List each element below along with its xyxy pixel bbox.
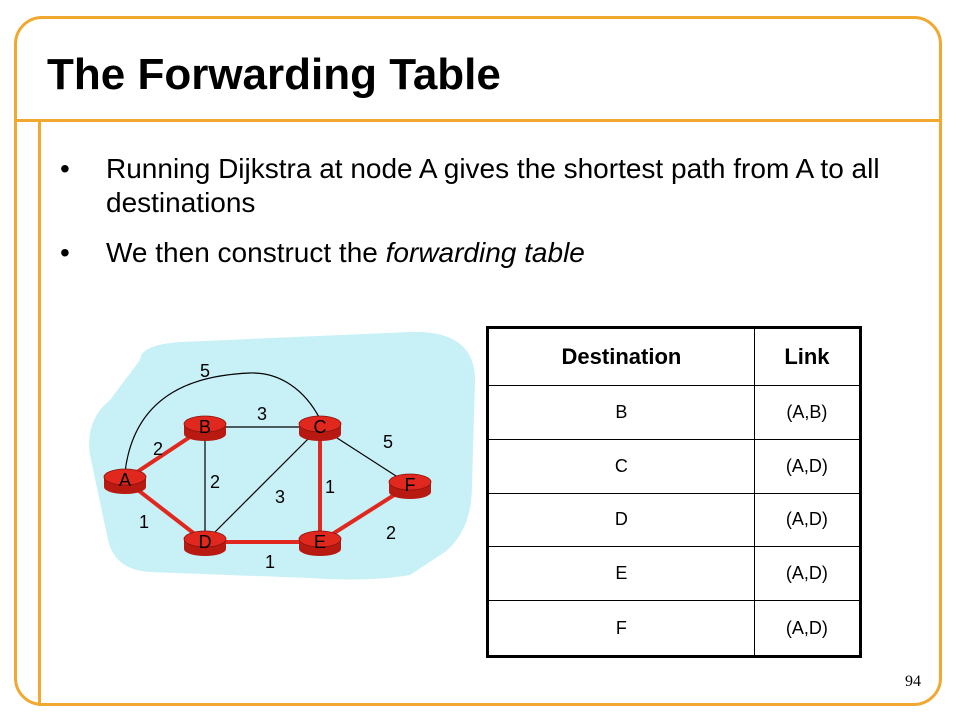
bullet-item: • Running Dijkstra at node A gives the s… [60,152,880,220]
router-node-b: B [183,415,227,441]
node-label: C [314,417,327,437]
edge-weight-a-d: 1 [139,512,149,532]
slide-title: The Forwarding Table [47,50,501,99]
edge-weight-d-c: 3 [275,487,285,507]
table-row: F (A,D) [487,600,862,657]
destination-cell: F [487,600,755,657]
link-cell: (A,B) [753,385,862,440]
node-label: A [119,470,131,490]
bullet-list: • Running Dijkstra at node A gives the s… [60,152,880,286]
destination-cell: B [487,385,755,440]
table-row: C (A,D) [487,438,862,494]
edge-weight-d-e: 1 [265,552,275,572]
table-header-row: Destination Link [487,327,862,386]
page-number: 94 [905,673,921,690]
nodes-layer: A B C D E F [103,415,432,556]
bullet-item: • We then construct the forwarding table [60,236,880,270]
bullet-marker: • [60,153,70,184]
edge-weight-c-e: 1 [325,477,335,497]
router-node-a: A [103,468,147,494]
forwarding-table: Destination Link B (A,B) C (A,D) D (A,D)… [486,326,862,658]
column-header-link: Link [753,327,862,386]
bullet-emphasis: forwarding table [385,237,585,268]
left-divider [38,122,41,706]
node-label: B [199,417,211,437]
slide-frame [14,16,942,706]
edge-weight-e-f: 2 [386,523,396,543]
edge-a-c [124,372,321,473]
node-label: E [314,532,326,552]
edge-weight-b-c: 3 [257,404,267,424]
table-row: E (A,D) [487,546,862,601]
router-node-f: F [388,473,432,499]
destination-cell: E [487,546,755,601]
link-cell: (A,D) [753,546,862,601]
bullet-text: We then construct the [106,237,386,268]
table-row: B (A,B) [487,385,862,440]
edge-weights-layer: 2 1 3 2 3 1 1 5 2 5 [139,361,396,572]
router-node-c: C [298,415,342,441]
column-header-destination: Destination [487,327,755,386]
title-divider [14,119,942,122]
link-cell: (A,D) [753,438,862,494]
destination-cell: C [487,438,755,494]
router-node-d: D [183,530,227,556]
destination-cell: D [487,492,755,548]
edge-weight-c-f: 5 [383,432,393,452]
edge-weight-a-c: 5 [200,361,210,381]
edge-weight-b-d: 2 [210,472,220,492]
router-node-e: E [298,530,342,556]
network-graph: 2 1 3 2 3 1 1 5 2 5 A B C D E F [89,331,476,580]
link-cell: (A,D) [753,600,862,657]
network-cloud [89,331,476,580]
bullet-marker: • [60,237,70,268]
node-label: D [199,532,212,552]
edge-d-c [204,426,321,543]
bullet-text: Running Dijkstra at node A gives the sho… [106,153,880,218]
node-label: F [405,475,416,495]
link-cell: (A,D) [753,492,862,548]
table-row: D (A,D) [487,492,862,548]
edge-weight-a-b: 2 [153,439,163,459]
